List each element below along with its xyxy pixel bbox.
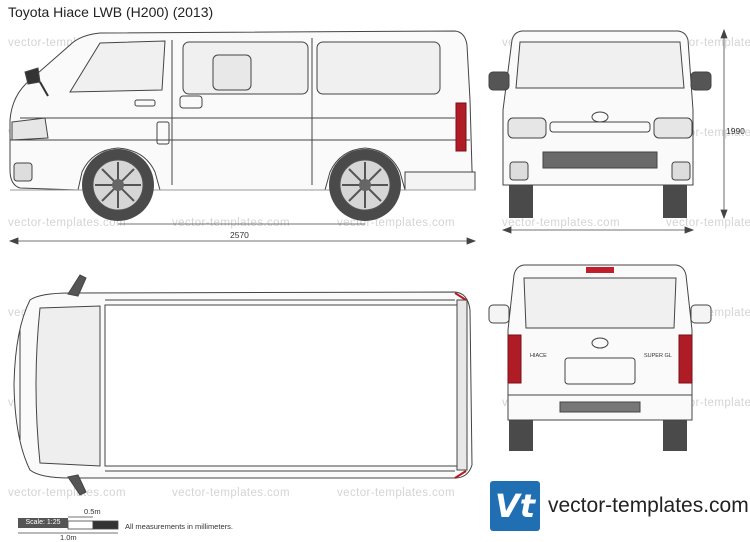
watermark: vector-templates.com <box>502 217 620 229</box>
height-dimension-label: 1990 <box>726 126 745 136</box>
page-title: Toyota Hiace LWB (H200) (2013) <box>8 4 214 20</box>
rear-view <box>488 264 712 451</box>
watermark: vector-templates.com <box>172 487 290 499</box>
watermark: vector-templates.com <box>337 487 455 499</box>
scale-bar <box>18 516 119 534</box>
watermark: vector-templates.com <box>8 487 126 499</box>
brand-logo: Vt <box>490 481 540 531</box>
one-meter-label: 1.0m <box>60 533 77 542</box>
rear-wheel <box>329 149 401 221</box>
height-dimension-line <box>720 28 728 220</box>
watermark: vector-templates.com <box>172 217 290 229</box>
units-note: All measurements in millimeters. <box>125 522 233 531</box>
front-width-dimension-line <box>501 226 695 234</box>
watermark: vector-templates.com <box>8 217 126 229</box>
length-dimension-label: 2570 <box>230 230 249 240</box>
top-view <box>13 274 473 496</box>
rear-badge-left: HIACE <box>530 353 547 359</box>
front-wheel <box>82 149 154 221</box>
watermark: vector-templates.com <box>666 217 750 229</box>
side-view <box>9 30 476 191</box>
brand-site-name: vector-templates.com <box>548 494 749 517</box>
length-dimension-line <box>8 237 477 245</box>
front-view <box>488 30 712 218</box>
rear-badge-right: SUPER GL <box>644 353 672 359</box>
scale-label: Scale: 1:25 <box>18 518 68 528</box>
half-meter-label: 0.5m <box>84 507 101 516</box>
